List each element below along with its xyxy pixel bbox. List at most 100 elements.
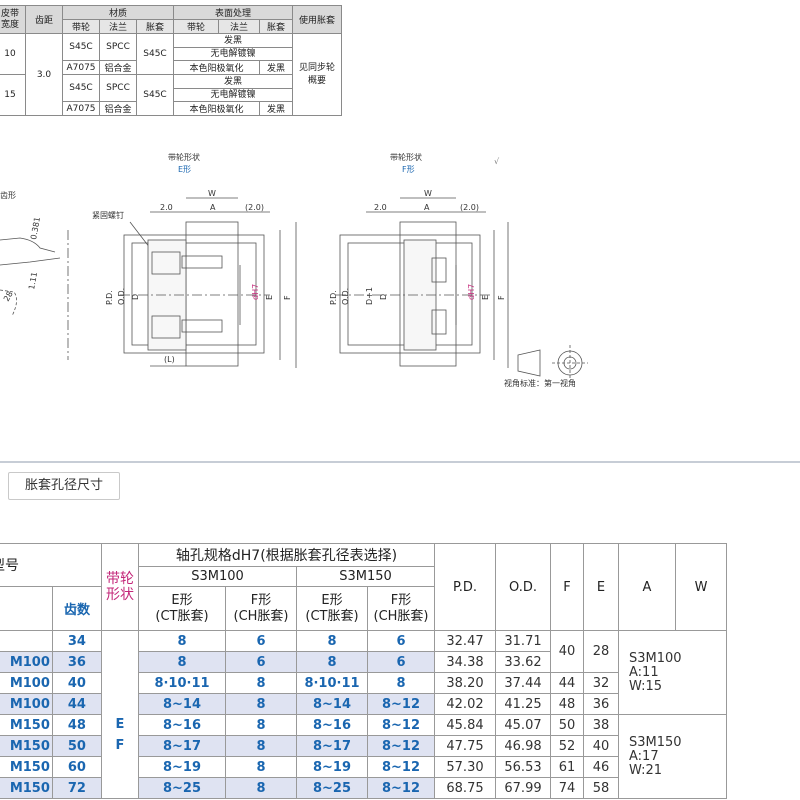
e-title: 带轮形状 xyxy=(168,152,200,162)
pulley-f-drawing: 带轮形状 F形 √ W 2.0 A (2.0) dH7 P.D. O.D. D+… xyxy=(329,152,509,368)
cell-teeth: 44 xyxy=(51,693,103,715)
cell-e: 46 xyxy=(583,756,619,778)
cell-f150: 8~12 xyxy=(367,714,435,736)
cell-surface-flange: 发黑 xyxy=(259,101,293,116)
cell-e100: 8~16 xyxy=(138,714,226,736)
cell-f100: 8 xyxy=(225,714,297,736)
cell-pd: 34.38 xyxy=(434,651,496,673)
cell-f100: 6 xyxy=(225,651,297,673)
f-dim-dp1: D+1 xyxy=(365,287,374,305)
e-dim-d: D xyxy=(131,294,140,300)
partial-0381: 0.381 xyxy=(29,216,42,240)
cell-od: 37.44 xyxy=(495,672,551,694)
header-pitch: 齿距 xyxy=(25,5,63,34)
cell-f150: 8 xyxy=(367,672,435,694)
cell-pd: 45.84 xyxy=(434,714,496,736)
e-type: E形 xyxy=(178,165,191,174)
cell-surface-pulley: 本色阳极氧化 xyxy=(173,101,260,116)
cell-width: 10 xyxy=(0,33,26,75)
header-bushing: 胀套 xyxy=(136,19,174,34)
cell-e100: 8~25 xyxy=(138,777,226,799)
cell-f: 74 xyxy=(550,777,584,799)
header-surface-flange: 法兰 xyxy=(218,19,260,34)
cell-od: 31.71 xyxy=(495,630,551,652)
cell-a-w-s3m100: S3M100 A:11 W:15 xyxy=(618,630,727,715)
cell-pd: 42.02 xyxy=(434,693,496,715)
header-f-ch-150: F形 (CH胀套) xyxy=(367,586,435,631)
shape-f: F xyxy=(115,737,125,753)
cell-od: 46.98 xyxy=(495,735,551,757)
cell-od: 41.25 xyxy=(495,693,551,715)
cell-pulley: A7075 xyxy=(62,60,100,75)
cell-use-note: 见同步轮 概要 xyxy=(292,33,342,116)
cell-surface: 发黑 xyxy=(174,76,292,89)
cell-surface: 发黑 xyxy=(174,35,292,48)
header-surface-pulley: 带轮 xyxy=(173,19,219,34)
header-shaft: 轴孔规格dH7(根据胀套孔径表选择) xyxy=(138,543,435,567)
tab-bushing-bore-size[interactable]: 胀套孔径尺寸 xyxy=(8,472,120,500)
f-dim-e: E xyxy=(481,295,490,300)
e-dim-2: 2.0 xyxy=(160,203,173,212)
cell-e100: 8~17 xyxy=(138,735,226,757)
header-od: O.D. xyxy=(495,543,551,631)
cell-pitch: 3.0 xyxy=(25,33,63,116)
cell-e: 40 xyxy=(583,735,619,757)
cell-width: 15 xyxy=(0,74,26,116)
f-dim-d: D xyxy=(379,294,388,300)
e-dim-a: A xyxy=(210,203,216,212)
header-e-ct-150: E形 (CT胀套) xyxy=(296,586,368,631)
e-dim-dh7: dH7 xyxy=(251,284,260,300)
cell-model: M150 xyxy=(0,735,53,757)
f-dim-2: 2.0 xyxy=(374,203,387,212)
cell-teeth: 34 xyxy=(51,630,103,652)
dimension-table: 型号 带轮 形状 轴孔规格dH7(根据胀套孔径表选择) P.D. O.D. F … xyxy=(0,543,727,799)
cell-f150: 6 xyxy=(367,630,435,652)
cell-f100: 8 xyxy=(225,777,297,799)
cell-e100: 8~14 xyxy=(138,693,226,715)
f-dim-dh7: dH7 xyxy=(467,284,476,300)
cell-f: 50 xyxy=(550,714,584,736)
projection-symbol: 视角标准：第一视角 xyxy=(504,345,588,388)
spec-table: 皮带 宽度 齿距 材质 表面处理 使用胀套 带轮 法兰 胀套 带轮 法兰 胀套 … xyxy=(0,5,342,116)
f-dim-od: O.D. xyxy=(341,288,350,305)
cell-f: 40 xyxy=(550,630,584,673)
cell-surface-flange: 发黑 xyxy=(259,60,293,75)
header-shape: 带轮 形状 xyxy=(101,543,139,631)
cell-pulley: S45C xyxy=(62,33,100,61)
header-teeth: 齿数 xyxy=(51,586,103,631)
tooth-profile-partial: 齿形 0.381 1.11 28 xyxy=(0,191,69,360)
cell-model xyxy=(0,630,53,652)
cell-e: 38 xyxy=(583,714,619,736)
cell-e100: 8 xyxy=(138,630,226,652)
partial-label: 齿形 xyxy=(0,191,16,200)
cell-teeth: 40 xyxy=(51,672,103,694)
cell-a-w-s3m150: S3M150 A:17 W:21 xyxy=(618,714,727,799)
cell-e100: 8 xyxy=(138,651,226,673)
cell-f150: 8~12 xyxy=(367,735,435,757)
cell-f: 52 xyxy=(550,735,584,757)
cell-e150: 8~16 xyxy=(296,714,368,736)
cell-e150: 8~17 xyxy=(296,735,368,757)
header-a: A xyxy=(618,543,676,631)
cell-f: 48 xyxy=(550,693,584,715)
cell-od: 56.53 xyxy=(495,756,551,778)
cell-flange: SPCC xyxy=(99,33,137,61)
cell-pulley: S45C xyxy=(62,74,100,102)
tab-divider xyxy=(0,461,800,463)
header-f: F xyxy=(550,543,584,631)
e-dim-w: W xyxy=(208,189,216,198)
cell-e150: 8 xyxy=(296,651,368,673)
cell-pd: 68.75 xyxy=(434,777,496,799)
e-dim-od: O.D. xyxy=(117,288,126,305)
partial-111: 1.11 xyxy=(27,271,39,290)
shape-e: E xyxy=(115,716,125,732)
cell-e: 28 xyxy=(583,630,619,673)
f-dim-2p: (2.0) xyxy=(460,203,479,212)
cell-e100: 8~19 xyxy=(138,756,226,778)
cell-flange: SPCC xyxy=(99,74,137,102)
cell-model: M150 xyxy=(0,777,53,799)
cell-od: 33.62 xyxy=(495,651,551,673)
header-model: 型号 xyxy=(0,543,102,587)
cell-f150: 8~12 xyxy=(367,756,435,778)
